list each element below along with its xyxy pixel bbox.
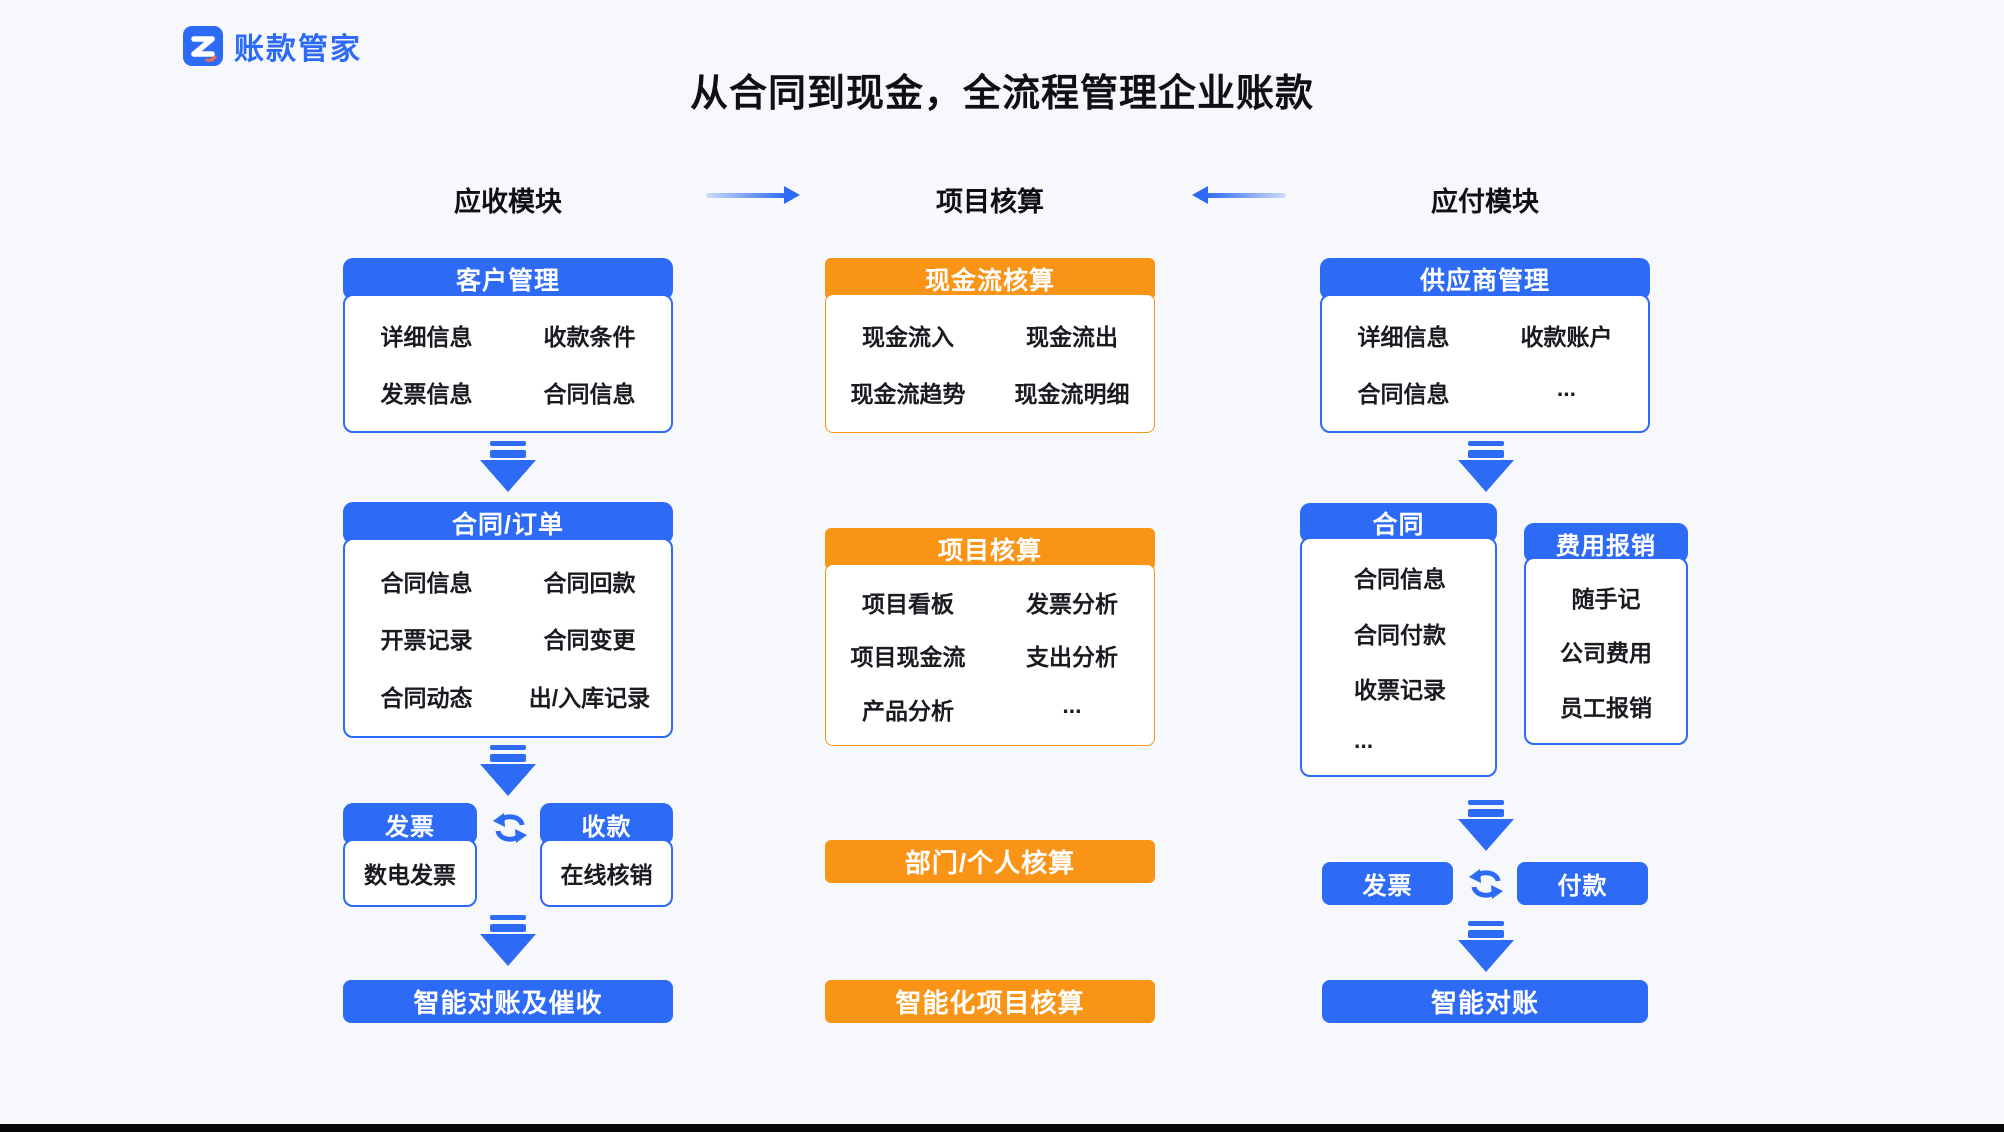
box-header: 费用报销 <box>1524 523 1688 563</box>
flow-arrow-right-icon <box>706 185 800 205</box>
box-header: 客户管理 <box>343 258 673 300</box>
box-item: 合同信息 <box>1354 566 1446 593</box>
swap-arrows-icon <box>492 810 528 846</box>
box-item: 合同变更 <box>543 627 636 653</box>
box-item: 收票记录 <box>1354 677 1446 704</box>
box-item: 随手记 <box>1571 585 1641 612</box>
column-label-payable: 应付模块 <box>1431 187 1539 217</box>
box-item: 合同信息 <box>543 380 636 407</box>
box-header: 项目核算 <box>825 528 1155 570</box>
box-item: 现金流明细 <box>1014 381 1130 407</box>
box-item: 发票信息 <box>380 380 473 407</box>
box-item: 在线核销 <box>560 862 653 888</box>
down-arrow-icon <box>480 915 536 966</box>
box-header: 发票 <box>343 803 477 845</box>
box-header: 收款 <box>540 803 673 845</box>
box-header: 合同 <box>1300 503 1497 543</box>
box-customer-management: 客户管理 详细信息 收款条件 发票信息 合同信息 <box>343 258 673 433</box>
bar-department-personal-accounting: 部门/个人核算 <box>825 840 1155 883</box>
down-arrow-icon <box>1458 800 1514 851</box>
box-item: 现金流出 <box>1026 324 1118 350</box>
box-item: 数电发票 <box>364 862 456 888</box>
down-arrow-icon <box>480 745 536 796</box>
column-label-project: 项目核算 <box>936 187 1044 217</box>
box-item: 出/入库记录 <box>528 684 651 711</box>
page-title: 从合同到现金，全流程管理企业账款 <box>689 73 1314 115</box>
box-item: 详细信息 <box>1357 324 1450 351</box>
box-item: 开票记录 <box>380 627 473 653</box>
box-item: 现金流趋势 <box>850 381 966 407</box>
box-receipt: 收款 在线核销 <box>540 803 673 907</box>
bar-intelligent-project-accounting: 智能化项目核算 <box>825 980 1155 1023</box>
column-label-receivable: 应收模块 <box>454 187 562 217</box>
box-item: 收款账户 <box>1520 324 1613 351</box>
box-item: 合同动态 <box>380 684 473 711</box>
box-header: 现金流核算 <box>825 258 1155 300</box>
bar-smart-reconciliation-collection: 智能对账及催收 <box>343 980 673 1023</box>
box-item: 合同信息 <box>380 569 473 596</box>
down-arrow-icon <box>1458 921 1514 972</box>
logo-z-icon <box>183 26 223 66</box>
bar-smart-reconciliation: 智能对账 <box>1322 980 1648 1023</box>
bar-payment: 付款 <box>1517 862 1648 905</box>
bar-invoice: 发票 <box>1322 862 1453 905</box>
box-item: 合同付款 <box>1354 621 1446 648</box>
box-item: 合同信息 <box>1357 380 1450 407</box>
box-item: 现金流入 <box>862 324 954 350</box>
flow-arrow-left-icon <box>1192 185 1286 205</box>
box-item: 公司费用 <box>1560 640 1652 666</box>
box-cashflow-accounting: 现金流核算 现金流入 现金流出 现金流趋势 现金流明细 <box>825 258 1155 433</box>
logo-text: 账款管家 <box>234 33 362 66</box>
box-item: 项目看板 <box>862 590 954 617</box>
box-supplier-management: 供应商管理 详细信息 收款账户 合同信息 ... <box>1320 258 1650 433</box>
box-contract: 合同 合同信息 合同付款 收票记录 ... <box>1300 503 1497 777</box>
box-item: 员工报销 <box>1560 694 1652 721</box>
box-item: 合同回款 <box>543 569 636 596</box>
box-item: 详细信息 <box>380 324 473 351</box>
box-project-accounting: 项目核算 项目看板 发票分析 项目现金流 支出分析 产品分析 ... <box>825 528 1155 746</box>
box-expense-reimbursement: 费用报销 随手记 公司费用 员工报销 <box>1524 523 1688 745</box>
swap-arrows-icon <box>1468 866 1504 902</box>
box-item: ... <box>1354 726 1374 753</box>
box-item: 支出分析 <box>1026 644 1118 670</box>
box-item: ... <box>1556 374 1577 401</box>
bottom-edge-bar <box>0 1124 2004 1132</box>
box-item: 项目现金流 <box>850 644 966 670</box>
box-header: 合同/订单 <box>343 502 673 544</box>
box-item: 发票分析 <box>1026 590 1118 617</box>
box-item: ... <box>1062 691 1082 718</box>
box-item: 产品分析 <box>862 697 954 724</box>
down-arrow-icon <box>1458 441 1514 492</box>
app-logo: 账款管家 <box>183 24 362 68</box>
box-contract-order: 合同/订单 合同信息 合同回款 开票记录 合同变更 合同动态 出/入库记录 <box>343 502 673 738</box>
down-arrow-icon <box>480 441 536 492</box>
box-item: 收款条件 <box>543 324 636 351</box>
box-header: 供应商管理 <box>1320 258 1650 300</box>
box-invoice: 发票 数电发票 <box>343 803 477 907</box>
